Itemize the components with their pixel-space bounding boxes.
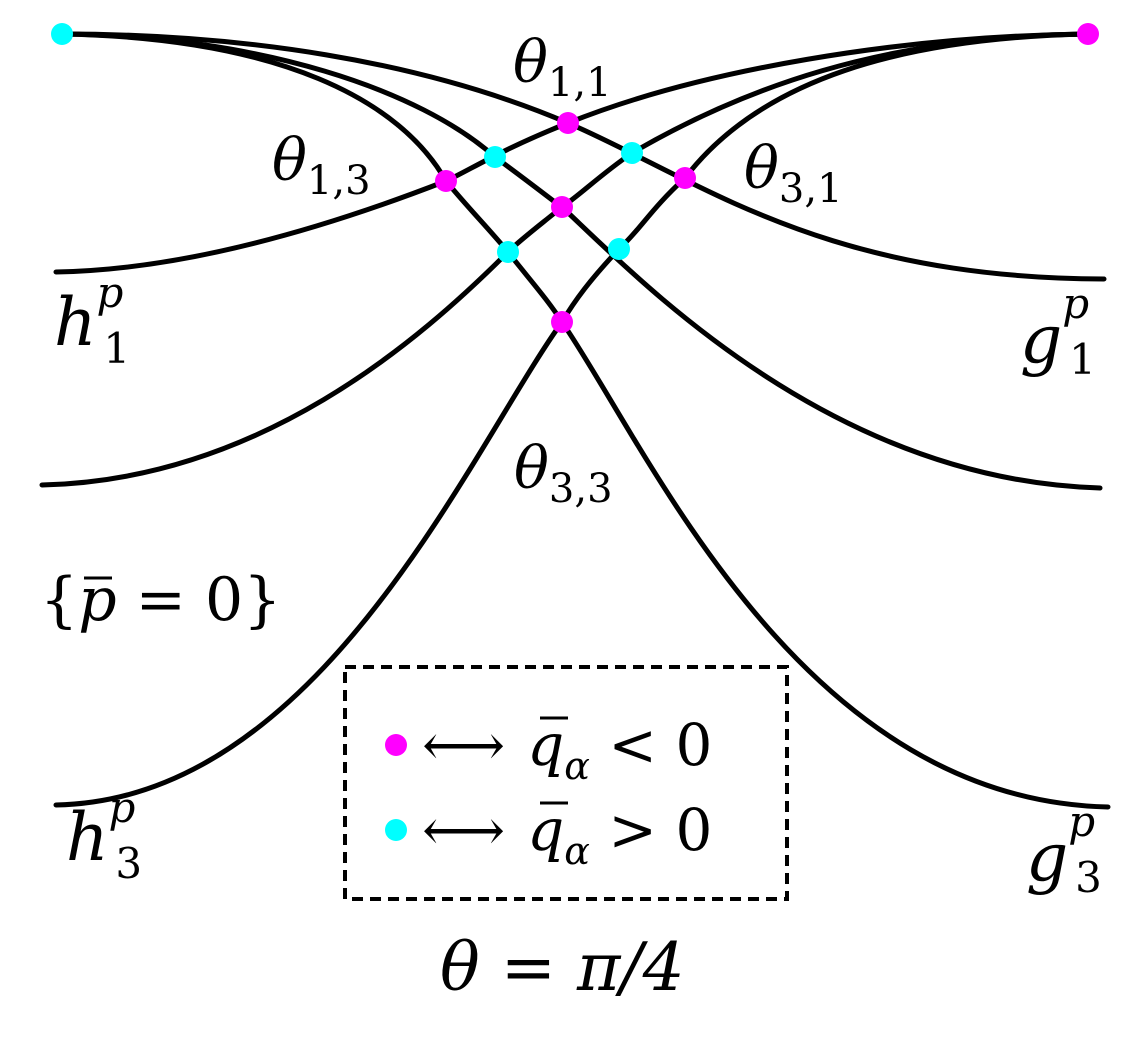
legend-item-negative: ⟷qα < 0 [422, 711, 712, 788]
label-theta-1-1: θ1,1 [513, 28, 612, 106]
intersection-dot-theta33 [551, 311, 573, 333]
label-theta-3-1: θ3,1 [744, 134, 843, 212]
intersection-dot [484, 146, 506, 168]
intersection-dot [551, 196, 573, 218]
curve-left-c [59, 31, 1111, 810]
intersection-dot [621, 142, 643, 164]
legend-item-positive: ⟷qα > 0 [422, 796, 712, 873]
intersection-dot-theta13 [435, 170, 457, 192]
legend-cyan-dot [385, 819, 407, 841]
curve-right-a [53, 31, 1091, 808]
intersection-dot [608, 238, 630, 260]
curve-right-c [53, 31, 1091, 275]
endpoint-right-dot [1077, 23, 1099, 45]
legend-magenta-dot [385, 734, 407, 756]
endpoint-left-dot [51, 23, 73, 45]
label-theta-1-3: θ1,3 [272, 126, 371, 204]
intersection-dot-theta11 [557, 112, 579, 134]
legend-box [343, 665, 789, 901]
intersection-dot-theta31 [674, 167, 696, 189]
label-pbar-zero: {p = 0} [40, 565, 281, 635]
caption-theta-pi-over-4: θ = π/4 [440, 929, 685, 1006]
label-theta-3-3: θ3,3 [514, 434, 613, 512]
intersection-dot [497, 241, 519, 263]
